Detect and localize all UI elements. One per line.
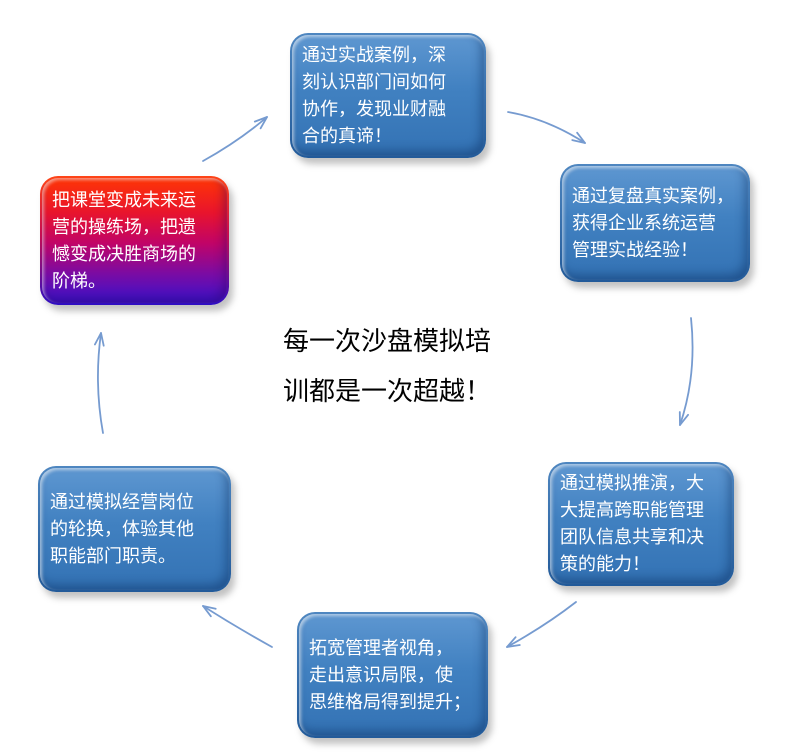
node-right-lower-inner: 通过模拟推演，大 大提高跨职能管理 团队信息共享和决 策的能力！ (550, 464, 732, 584)
node-bottom: 拓宽管理者视角， 走出意识局限，使 思维格局得到提升； (297, 612, 488, 738)
node-left-upper-inner: 把课堂变成未来运 营的操练场，把遗 憾变成决胜商场的 阶梯。 (42, 178, 227, 303)
arrow-bottom-to-left-lower (202, 605, 273, 648)
node-left-lower-inner: 通过模拟经营岗位 的轮换，体验其他 职能部门职责。 (40, 468, 229, 590)
arrow-top-to-right-upper-head (571, 131, 586, 144)
node-left-upper: 把课堂变成未来运 营的操练场，把遗 憾变成决胜商场的 阶梯。 (40, 176, 229, 305)
arrow-left-upper-to-top (202, 116, 268, 162)
node-left-upper-text: 把课堂变成未来运 营的操练场，把遗 憾变成决胜商场的 阶梯。 (52, 189, 196, 291)
arrow-top-to-right-upper (507, 111, 586, 144)
arrow-right-lower-to-bottom (506, 601, 577, 648)
node-top-inner: 通过实战案例，深 刻认识部门间如何 协作，发现业财融 合的真谛！ (292, 35, 484, 156)
node-left-lower-text: 通过模拟经营岗位 的轮换，体验其他 职能部门职责。 (50, 491, 194, 566)
node-top-text: 通过实战案例，深 刻认识部门间如何 协作，发现业财融 合的真谛！ (302, 44, 446, 146)
arrow-bottom-to-left-lower-head (202, 605, 217, 618)
arrow-right-lower-to-bottom-head (506, 636, 521, 648)
node-left-lower: 通过模拟经营岗位 的轮换，体验其他 职能部门职责。 (38, 466, 231, 592)
node-bottom-inner: 拓宽管理者视角， 走出意识局限，使 思维格局得到提升； (299, 614, 486, 736)
node-right-upper: 通过复盘真实案例， 获得企业系统运营 管理实战经验！ (560, 164, 750, 282)
center-title-line2: 训都是一次超越！ (283, 376, 492, 406)
node-bottom-text: 拓宽管理者视角， 走出意识局限，使 思维格局得到提升； (309, 637, 471, 712)
node-right-lower: 通过模拟推演，大 大提高跨职能管理 团队信息共享和决 策的能力！ (548, 462, 734, 586)
node-right-lower-text: 通过模拟推演，大 大提高跨职能管理 团队信息共享和决 策的能力！ (560, 473, 704, 574)
node-right-upper-text: 通过复盘真实案例， 获得企业系统运营 管理实战经验！ (572, 185, 734, 260)
node-top: 通过实战案例，深 刻认识部门间如何 协作，发现业财融 合的真谛！ (290, 33, 486, 158)
arrow-right-upper-to-right-lower (679, 317, 694, 426)
center-title-line1: 每一次沙盘模拟培 (283, 326, 492, 356)
arrow-left-lower-to-left-upper-head (94, 332, 105, 347)
arrow-right-upper-to-right-lower-head (678, 411, 689, 426)
center-title: 每一次沙盘模拟培 训都是一次超越！ (283, 316, 491, 416)
node-right-upper-inner: 通过复盘真实案例， 获得企业系统运营 管理实战经验！ (562, 166, 748, 280)
arrow-left-lower-to-left-upper (97, 332, 104, 434)
arrow-left-upper-to-top-head (253, 116, 268, 130)
